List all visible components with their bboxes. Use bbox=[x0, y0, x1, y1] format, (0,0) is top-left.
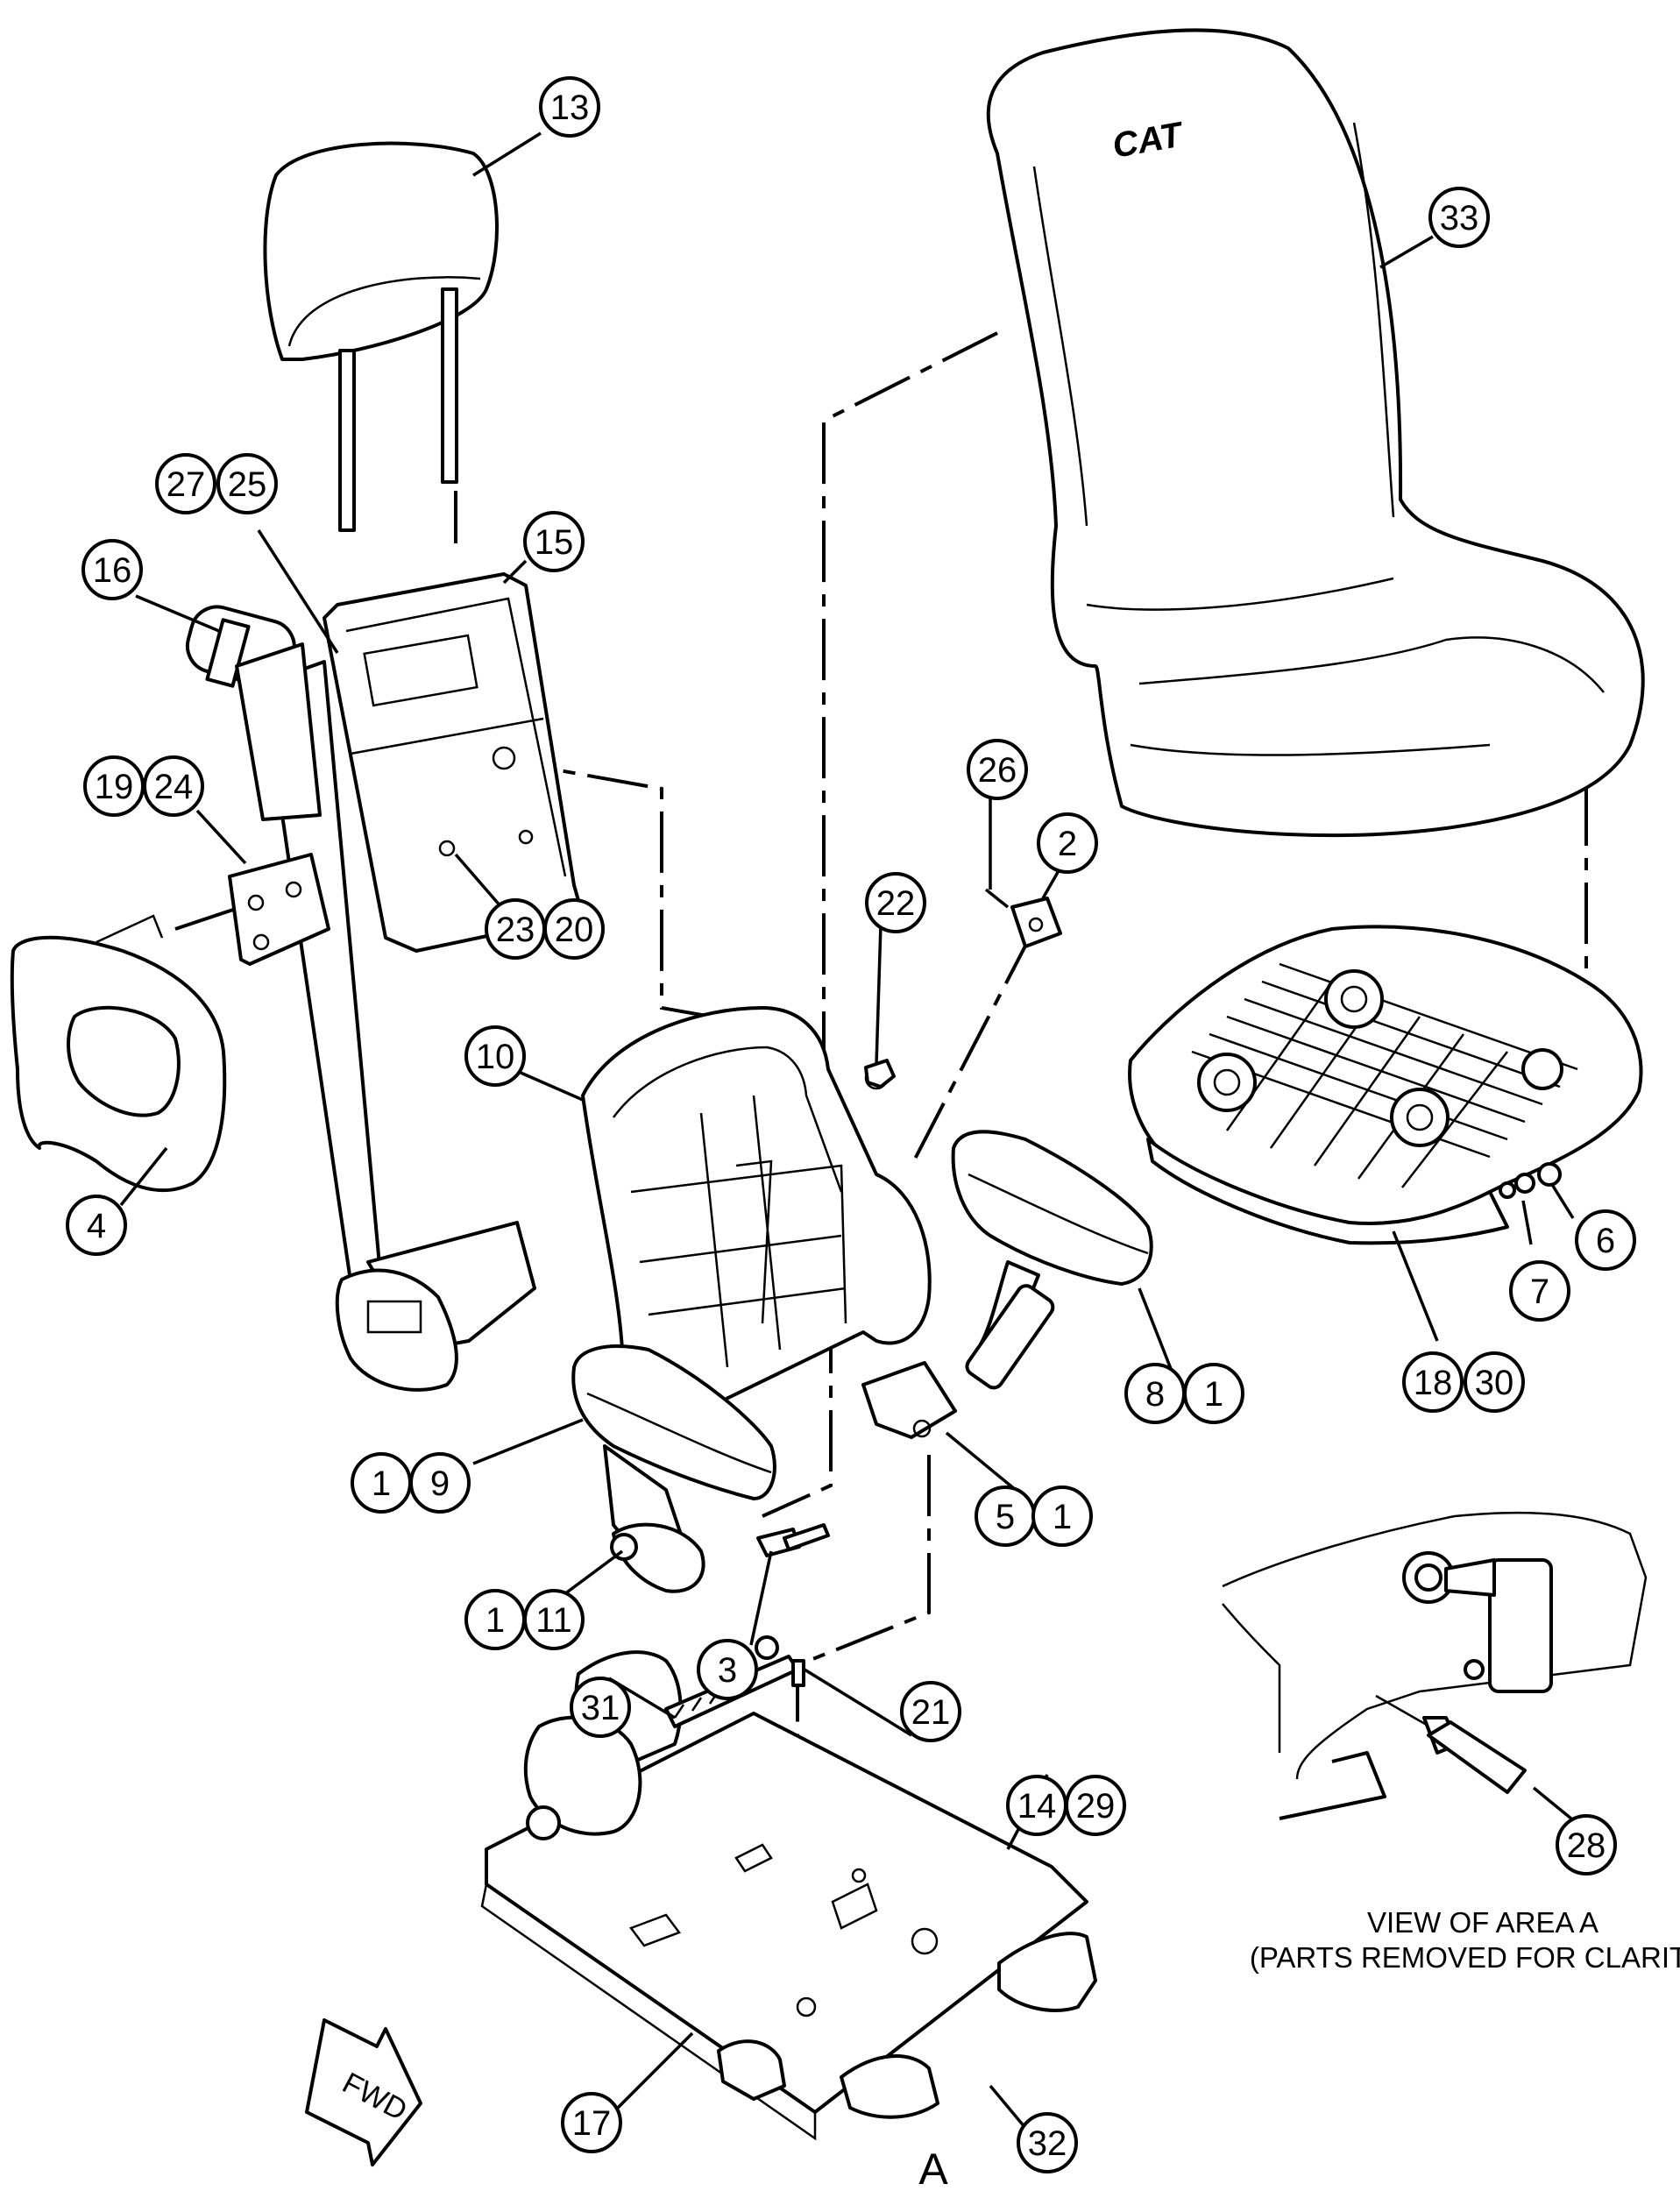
svg-text:4: 4 bbox=[87, 1207, 106, 1245]
callout-7: 7 bbox=[1509, 1260, 1570, 1322]
area-a-letter: A bbox=[918, 2145, 948, 2191]
forward-arrow: FWD bbox=[305, 2018, 422, 2166]
callout-1: 1 bbox=[351, 1452, 412, 1514]
callout-20: 20 bbox=[543, 898, 605, 960]
callout-4: 4 bbox=[66, 1195, 127, 1256]
callout-11: 11 bbox=[523, 1589, 585, 1650]
callout-33: 33 bbox=[1428, 187, 1490, 248]
svg-text:28: 28 bbox=[1567, 1826, 1606, 1865]
svg-text:30: 30 bbox=[1475, 1364, 1514, 1402]
callout-21: 21 bbox=[900, 1681, 961, 1742]
seat-cushion-cover: CAT bbox=[986, 28, 1645, 838]
svg-text:22: 22 bbox=[876, 884, 916, 923]
svg-text:20: 20 bbox=[555, 911, 594, 949]
callout-32: 32 bbox=[1017, 2112, 1078, 2173]
callout-24: 24 bbox=[143, 755, 204, 817]
callout-17: 17 bbox=[561, 2092, 622, 2153]
callout-1: 1 bbox=[1031, 1485, 1093, 1547]
hinge-bracket bbox=[861, 1361, 957, 1439]
svg-text:3: 3 bbox=[718, 1651, 737, 1690]
view-caption-line1: VIEW OF AREA A bbox=[1367, 1906, 1598, 1939]
svg-text:2: 2 bbox=[1058, 825, 1077, 863]
svg-text:13: 13 bbox=[550, 89, 590, 127]
callout-9: 9 bbox=[409, 1452, 471, 1514]
callout-14: 14 bbox=[1006, 1775, 1067, 1836]
seat-back-frame bbox=[581, 1006, 932, 1413]
view-caption-line2: (PARTS REMOVED FOR CLARITY) bbox=[1250, 1941, 1680, 1974]
svg-text:26: 26 bbox=[978, 751, 1017, 790]
svg-text:33: 33 bbox=[1440, 199, 1479, 238]
svg-text:8: 8 bbox=[1145, 1375, 1165, 1414]
svg-text:23: 23 bbox=[496, 911, 535, 949]
callout-5: 5 bbox=[975, 1485, 1036, 1547]
svg-text:9: 9 bbox=[430, 1464, 450, 1503]
detail-view-area-a: VIEW OF AREA A (PARTS REMOVED FOR CLARIT… bbox=[1222, 1511, 1680, 1974]
svg-text:1: 1 bbox=[1204, 1375, 1223, 1414]
svg-text:11: 11 bbox=[535, 1601, 572, 1640]
seat-pan-fasteners bbox=[1499, 1162, 1562, 1199]
callout-23: 23 bbox=[485, 898, 546, 960]
svg-text:6: 6 bbox=[1596, 1222, 1615, 1260]
callout-18: 18 bbox=[1402, 1351, 1464, 1413]
belt-bracket bbox=[228, 853, 330, 966]
callout-19: 19 bbox=[83, 755, 145, 817]
svg-text:18: 18 bbox=[1414, 1364, 1453, 1402]
callout-27: 27 bbox=[155, 453, 216, 514]
callout-15: 15 bbox=[523, 511, 585, 572]
callout-3: 3 bbox=[697, 1639, 758, 1700]
seat-belt-assembly bbox=[185, 605, 536, 1392]
callout-bubbles: 13 33 27 25 15 16 19 24 23 20 26 2 22 10… bbox=[66, 76, 1636, 2173]
callout-29: 29 bbox=[1065, 1775, 1126, 1836]
callout-2: 2 bbox=[1037, 812, 1098, 874]
svg-text:27: 27 bbox=[167, 465, 206, 504]
callout-10: 10 bbox=[464, 1025, 526, 1087]
callout-25: 25 bbox=[216, 453, 278, 514]
callout-6: 6 bbox=[1575, 1209, 1636, 1271]
callout-13: 13 bbox=[539, 76, 600, 138]
svg-text:1: 1 bbox=[486, 1601, 505, 1640]
callout-1: 1 bbox=[1183, 1363, 1244, 1424]
svg-text:1: 1 bbox=[1053, 1498, 1072, 1536]
bolt-part bbox=[756, 1523, 830, 1557]
callout-1: 1 bbox=[464, 1589, 526, 1650]
svg-text:16: 16 bbox=[93, 551, 132, 590]
svg-text:5: 5 bbox=[996, 1498, 1015, 1536]
svg-text:25: 25 bbox=[228, 465, 267, 504]
base-plate bbox=[480, 1712, 1097, 2141]
callout-28: 28 bbox=[1556, 1814, 1617, 1875]
svg-text:21: 21 bbox=[911, 1693, 951, 1732]
nut-part bbox=[864, 1059, 896, 1088]
headrest bbox=[263, 141, 499, 532]
switch-part bbox=[984, 888, 1062, 948]
svg-text:7: 7 bbox=[1530, 1273, 1549, 1311]
armrest-right bbox=[951, 1130, 1153, 1390]
backrest-frame bbox=[323, 572, 585, 953]
callout-8: 8 bbox=[1124, 1363, 1186, 1424]
armrest-pad-left bbox=[10, 914, 227, 1193]
svg-text:32: 32 bbox=[1028, 2124, 1067, 2163]
svg-text:19: 19 bbox=[95, 768, 134, 806]
seat-pan bbox=[1128, 925, 1643, 1245]
callout-30: 30 bbox=[1464, 1351, 1525, 1413]
svg-text:1: 1 bbox=[372, 1464, 391, 1503]
svg-text:31: 31 bbox=[581, 1689, 620, 1727]
callout-26: 26 bbox=[967, 739, 1028, 800]
svg-text:24: 24 bbox=[154, 768, 194, 806]
callout-22: 22 bbox=[865, 872, 926, 933]
svg-text:15: 15 bbox=[535, 523, 574, 562]
callout-16: 16 bbox=[82, 539, 143, 600]
svg-text:10: 10 bbox=[476, 1038, 515, 1076]
svg-text:17: 17 bbox=[572, 2104, 612, 2143]
pin-part bbox=[791, 1659, 805, 1687]
svg-text:29: 29 bbox=[1076, 1787, 1116, 1826]
callout-31: 31 bbox=[570, 1677, 631, 1738]
svg-text:14: 14 bbox=[1017, 1787, 1057, 1826]
